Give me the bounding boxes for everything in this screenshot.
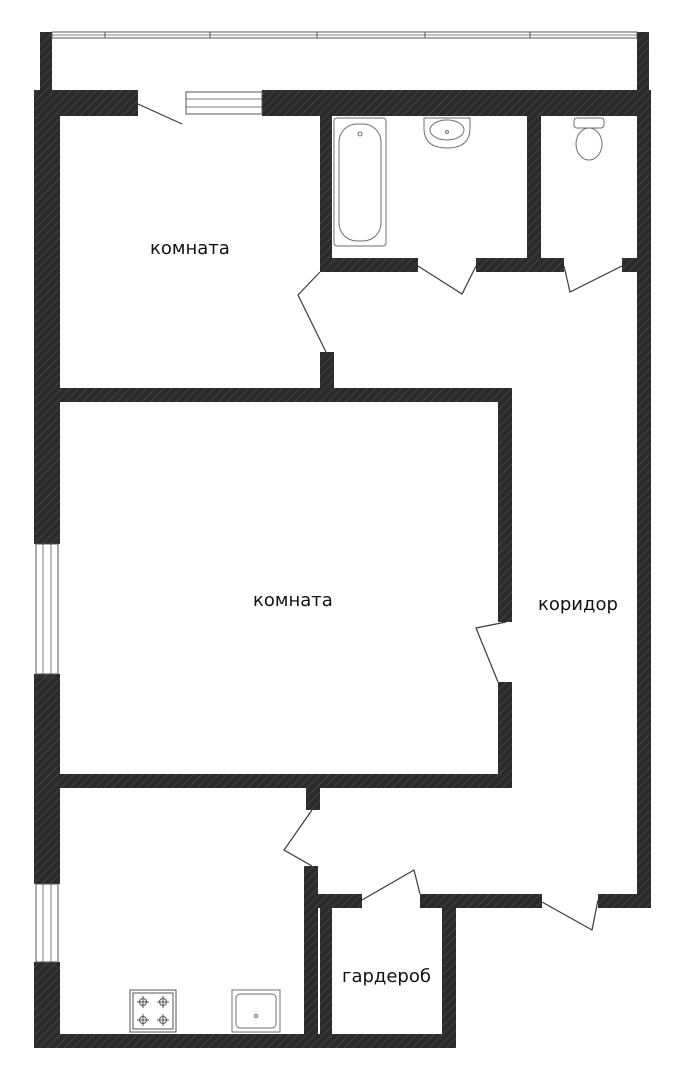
room2-kitchen-wall [60,774,512,788]
bath-bottom-wall-b [476,258,564,272]
stove-icon [129,989,177,1033]
left-wall-upper [34,90,60,544]
window-left-middle [35,543,59,675]
kitchen-door [283,809,313,867]
kitchen-sink-icon [231,989,281,1033]
wardrobe-top-wall-b [420,894,542,908]
entrance-door [541,899,599,931]
corridor-wall-lower [498,682,512,788]
bath-bottom-wall-a [320,258,418,272]
sink-icon [423,117,471,149]
bottom-wall-left [34,1034,456,1048]
wardrobe-right-wall [442,894,456,1048]
balcony-door [137,103,183,125]
wc-bottom-wall [622,258,649,272]
room1-right-wall-stub [320,352,334,390]
room2-door [475,621,507,683]
wardrobe-door [361,869,421,901]
kitchen-wall-stub [306,788,320,810]
room-label-corridor: коридор [538,594,618,615]
left-wall-lower [34,962,60,1048]
right-wall [637,90,651,908]
room1-door [297,271,327,353]
wc-door [563,265,623,293]
toilet-icon [573,117,605,161]
top-wall-right [262,90,649,116]
bathroom-door [417,265,477,295]
wardrobe-top-wall-a [304,894,362,908]
bath-left-wall [320,116,332,272]
corridor-wall-upper [498,388,512,622]
bath-wc-partition [527,116,541,272]
window-top [185,91,263,115]
balcony-left-wall [40,32,52,90]
room-label-middle: комната [253,590,333,611]
bathtub-icon [333,117,387,247]
doors [137,103,623,931]
kitchen-right-wall [304,866,318,1048]
wardrobe-left-wall [320,906,332,1048]
room-label-top: комната [150,238,230,259]
balcony-right-wall [637,32,649,90]
left-wall-middle [34,674,60,884]
room1-room2-wall [60,388,512,402]
balcony-glazing [51,31,638,39]
room-label-wardrobe: гардероб [342,966,431,987]
bottom-right-wall [598,894,651,908]
window-left-kitchen [35,883,59,963]
walls [34,32,651,1048]
